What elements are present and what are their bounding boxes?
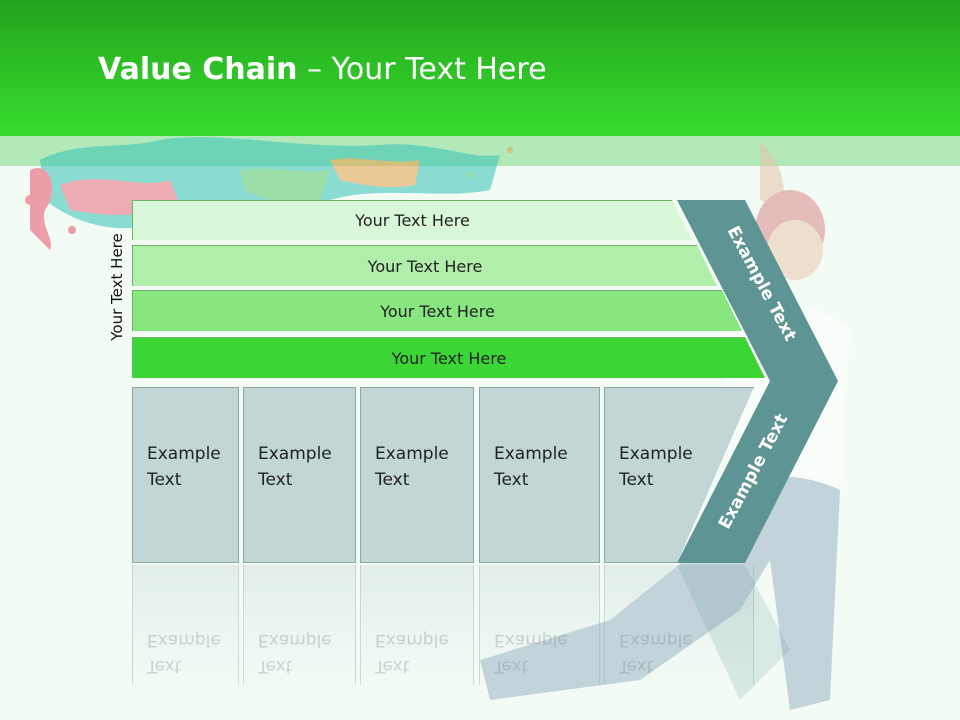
chevron-reflection <box>677 565 790 700</box>
value-bar-label: Your Text Here <box>391 348 507 368</box>
chevron-lower-segment <box>677 381 838 563</box>
value-bar-3: Your Text Here <box>132 290 742 331</box>
activity-box-line1: Example <box>375 444 449 464</box>
activity-box-line2: Text <box>258 470 293 490</box>
chevron-upper-segment <box>677 200 838 381</box>
slide-title: Value Chain – Your Text Here <box>98 52 547 87</box>
activity-box-line1: Example <box>619 444 693 464</box>
activity-box-line1: Example <box>494 444 568 464</box>
activity-box-line2: Text <box>619 470 654 490</box>
value-bar-1: Your Text Here <box>132 200 692 240</box>
activity-box-line2: Text <box>494 470 529 490</box>
value-bar-4: Your Text Here <box>132 337 765 378</box>
value-bar-2: Your Text Here <box>132 245 717 286</box>
value-bar-label: Your Text Here <box>355 211 470 230</box>
activity-box-line2: Text <box>147 470 182 490</box>
value-bar-label: Your Text Here <box>367 256 483 276</box>
activity-box-line1: Example <box>147 444 221 464</box>
activity-box-line1: Example <box>258 444 332 464</box>
activity-box-line2: Text <box>375 470 410 490</box>
title-rest: – Your Text Here <box>297 52 547 87</box>
header-bar <box>0 0 960 136</box>
title-bold: Value Chain <box>98 52 298 87</box>
value-bar-label: Your Text Here <box>380 301 495 321</box>
